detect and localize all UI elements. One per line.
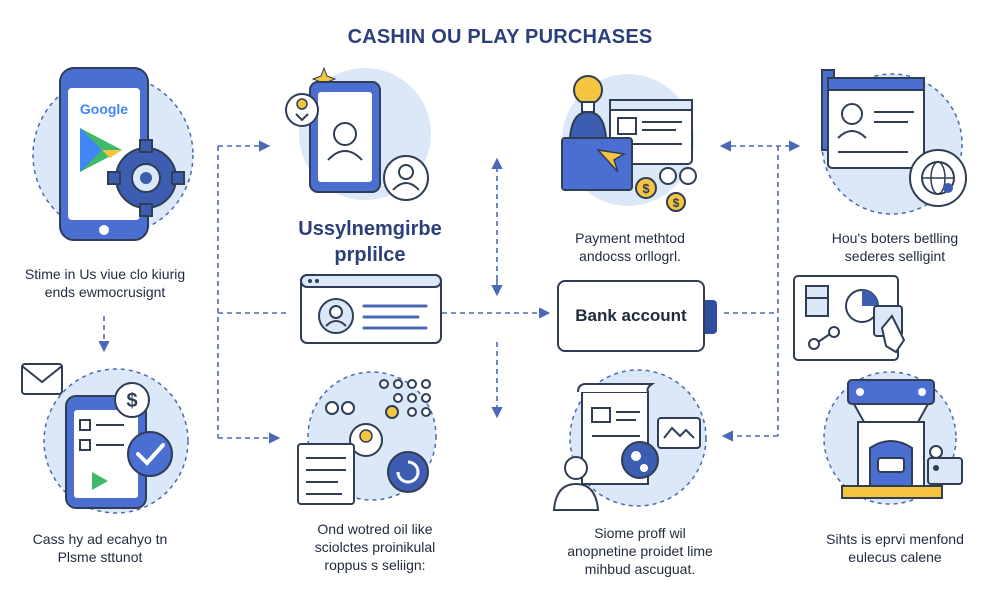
bank-account-label: Bank account <box>575 306 687 325</box>
envelope-phone-caption: Cass hy ad ecahyo tn Plsme sttunot <box>32 531 168 565</box>
envelope-icon <box>21 363 63 395</box>
google-phone-illustration: Google <box>32 67 194 241</box>
envelope-phone-illustration: $ <box>21 363 189 514</box>
payment-caption: Payment methtod andocss orllogrl. <box>575 230 685 264</box>
google-phone-caption: Stime in Us viue clo kiurig ends ewmocru… <box>24 266 186 300</box>
profile-illustration <box>285 66 431 201</box>
bank-account-tab <box>705 300 717 334</box>
hand-pointer-icon <box>880 314 906 354</box>
analytics-illustration <box>793 275 906 361</box>
documents-caption: Ond wotred oil like sciolctes proinikula… <box>314 521 436 573</box>
refresh-icon <box>387 451 429 493</box>
bank-account-box: Bank account <box>557 280 705 352</box>
profile-heading: Ussylnemgirbe prplilce <box>298 218 442 266</box>
lock-icon <box>927 445 963 485</box>
lightbulb-icon <box>573 75 603 113</box>
checkmark-icon <box>127 431 173 477</box>
google-brand-text: Google <box>80 101 128 117</box>
payment-illustration: $ $ <box>561 74 697 212</box>
download-badge-icon <box>285 93 319 127</box>
dollar-icon: $ <box>114 382 150 418</box>
location-pin-icon <box>621 441 659 479</box>
svg-text:$: $ <box>673 196 680 210</box>
pie-icon <box>845 289 879 323</box>
avatar-icon <box>383 155 429 201</box>
svg-text:$: $ <box>126 390 137 412</box>
browser-illustration <box>821 69 967 215</box>
documents-illustration <box>297 371 437 505</box>
profile-card <box>300 274 442 344</box>
svg-text:$: $ <box>642 181 650 196</box>
store-illustration <box>823 371 963 505</box>
proof-illustration <box>552 369 707 511</box>
page-title: CASHIN OU PLAY PURCHASES <box>347 26 653 48</box>
person-icon <box>552 456 600 511</box>
document-icon <box>297 443 355 505</box>
globe-icon <box>909 149 967 207</box>
proof-caption: Siome proff wil anopnetine proidet lime … <box>567 525 713 577</box>
browser-caption: Hou's boters betlling sederes selligint <box>831 230 959 264</box>
coin-icon: $ $ <box>635 177 686 212</box>
store-caption: Sihts is eprvi menfond eulecus calene <box>826 531 964 565</box>
gear-icon <box>107 139 185 217</box>
